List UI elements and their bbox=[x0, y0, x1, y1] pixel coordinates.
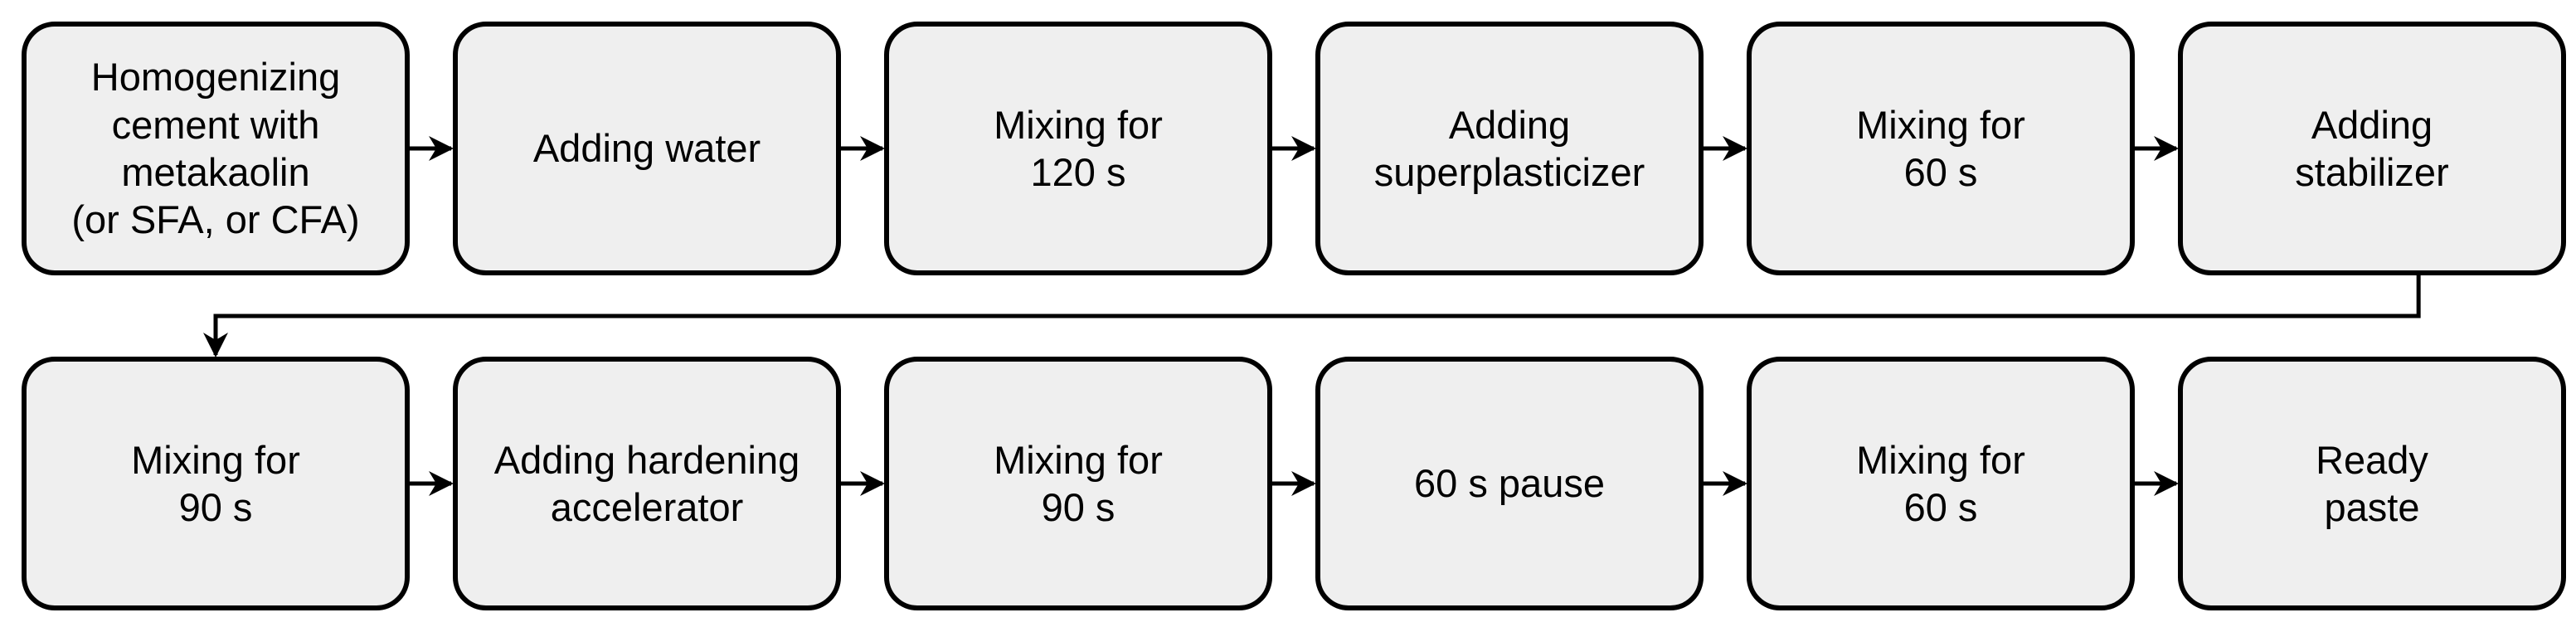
flow-arrow-wrap-5-to-6 bbox=[203, 275, 2421, 357]
step-label: Adding hardening accelerator bbox=[493, 437, 800, 529]
step-label: Mixing for 60 s bbox=[1856, 102, 2025, 194]
step-ready-paste: Ready paste bbox=[2178, 357, 2566, 610]
step-adding-hardening-accelerator: Adding hardening accelerator bbox=[453, 357, 841, 610]
step-label: 60 s pause bbox=[1414, 461, 1605, 506]
step-adding-superplasticizer: Adding superplasticizer bbox=[1315, 22, 1704, 275]
step-label: Mixing for 90 s bbox=[131, 437, 300, 529]
step-adding-water: Adding water bbox=[453, 22, 841, 275]
step-homogenizing: Homogenizing cement with metakaolin (or … bbox=[22, 22, 410, 275]
step-adding-stabilizer: Adding stabilizer bbox=[2178, 22, 2566, 275]
step-mixing-60-b: Mixing for 60 s bbox=[1747, 357, 2135, 610]
step-label: Adding superplasticizer bbox=[1373, 102, 1645, 194]
step-label: Adding water bbox=[532, 126, 761, 171]
step-label: Mixing for 120 s bbox=[994, 102, 1163, 194]
step-label: Ready paste bbox=[2316, 437, 2428, 529]
step-label: Mixing for 90 s bbox=[994, 437, 1163, 529]
step-label: Homogenizing cement with metakaolin (or … bbox=[71, 55, 360, 242]
step-mixing-120: Mixing for 120 s bbox=[884, 22, 1272, 275]
step-pause-60: 60 s pause bbox=[1315, 357, 1704, 610]
step-mixing-90-b: Mixing for 90 s bbox=[884, 357, 1272, 610]
step-mixing-90-a: Mixing for 90 s bbox=[22, 357, 410, 610]
step-mixing-60-a: Mixing for 60 s bbox=[1747, 22, 2135, 275]
step-label: Adding stabilizer bbox=[2295, 102, 2449, 194]
step-label: Mixing for 60 s bbox=[1856, 437, 2025, 529]
